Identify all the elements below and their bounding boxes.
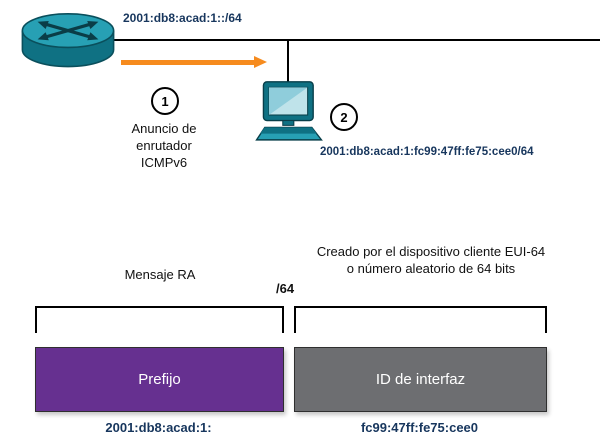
prefix-length-label: /64	[276, 281, 295, 296]
client-generation-caption: Creado por el dispositivo cliente EUI-64…	[316, 244, 546, 277]
pc-address-label: 2001:db8:acad:1:fc99:47ff:fe75:cee0/64	[320, 146, 534, 158]
router-prefix-label: 2001:db8:acad:1::/64	[123, 11, 242, 25]
network-bus-line	[110, 39, 600, 41]
interface-id-box-label: ID de interfaz	[375, 371, 466, 388]
step-1-badge: 1	[151, 87, 179, 115]
prefix-box-label: Prefijo	[138, 371, 181, 388]
interface-id-value: fc99:47ff:fe75:cee0	[360, 420, 479, 435]
ra-message-label: Mensaje RA	[124, 267, 196, 282]
pc-drop-line	[287, 40, 289, 86]
interface-id-box: ID de interfaz	[294, 347, 547, 412]
bracket-right	[294, 306, 547, 333]
router-icon	[21, 13, 115, 68]
prefix-value: 2001:db8:acad:1:	[105, 420, 212, 435]
step-2-badge: 2	[330, 103, 358, 131]
ra-caption: Anuncio de enrutador ICMPv6	[131, 121, 197, 171]
pc-icon	[255, 81, 323, 141]
ra-arrow-head	[254, 56, 267, 68]
prefix-box: Prefijo	[35, 347, 284, 412]
ra-arrow-icon	[121, 56, 269, 69]
ra-arrow-shaft	[121, 60, 254, 65]
bracket-left	[35, 306, 284, 333]
